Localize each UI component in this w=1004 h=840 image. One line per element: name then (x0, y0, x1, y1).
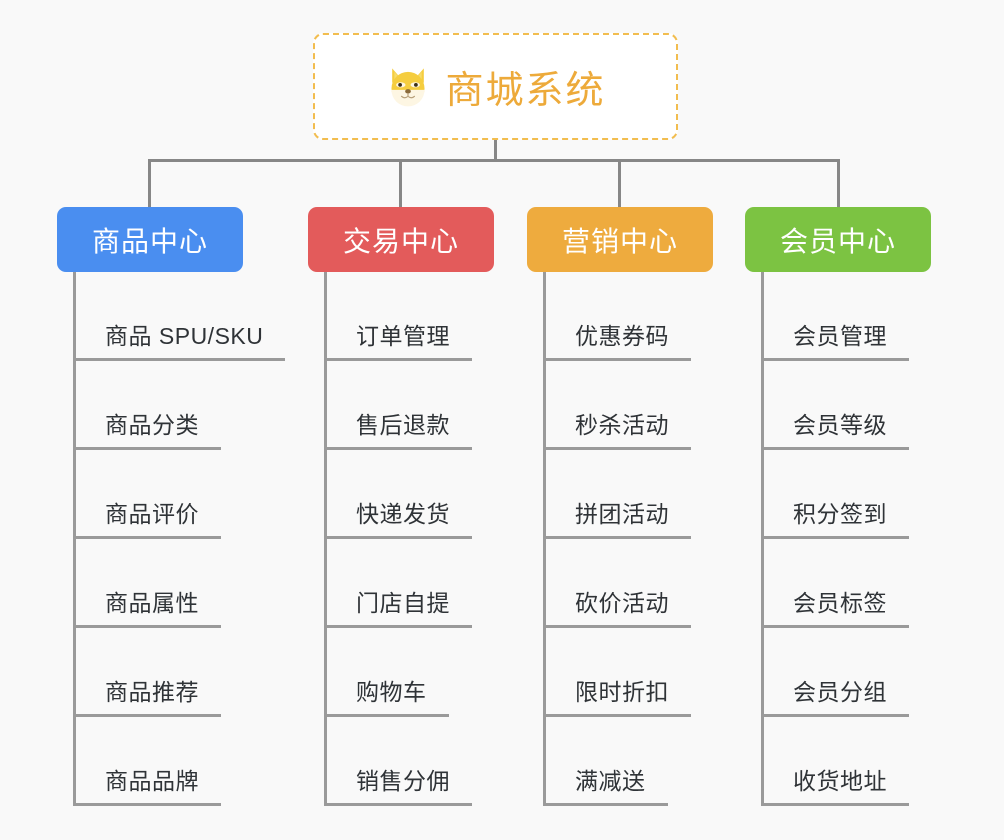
leaf-item[interactable]: 会员等级 (764, 361, 931, 450)
leaf-label: 销售分佣 (356, 768, 450, 794)
category-header-product-center[interactable]: 商品中心 (57, 207, 243, 272)
drop-connector-marketing-center (618, 159, 621, 207)
leaf-label: 会员标签 (793, 590, 887, 616)
leaf-underline: 订单管理 (327, 317, 472, 361)
leaf-label: 商品属性 (105, 590, 199, 616)
leaf-underline: 商品 SPU/SKU (76, 317, 286, 361)
column-marketing-center: 营销中心 优惠券码 秒杀活动 拼团活动 砍价活动 限时折扣 满减送 (527, 207, 713, 806)
leaf-underline: 商品评价 (76, 495, 221, 539)
leaf-underline: 满减送 (546, 762, 668, 806)
root-title: 商城系统 (445, 70, 606, 112)
column-trade-center: 交易中心 订单管理 售后退款 快递发货 门店自提 购物车 销售分佣 (308, 207, 494, 806)
leaf-item[interactable]: 快递发货 (327, 450, 494, 539)
leaf-underline: 销售分佣 (327, 762, 472, 806)
leaf-label: 购物车 (356, 679, 427, 705)
leaf-underline: 购物车 (327, 673, 449, 717)
leaf-label: 商品品牌 (105, 768, 199, 794)
category-header-label: 商品中心 (91, 225, 208, 257)
leaf-item[interactable]: 优惠券码 (546, 272, 713, 361)
leaf-item[interactable]: 商品评价 (76, 450, 285, 539)
leaf-underline: 限时折扣 (546, 673, 691, 717)
shiba-dog-face-icon (385, 64, 431, 110)
leaf-underline: 商品推荐 (76, 673, 221, 717)
leaf-item[interactable]: 商品属性 (76, 539, 285, 628)
leaf-label: 收货地址 (793, 768, 887, 794)
category-header-label: 营销中心 (561, 225, 678, 257)
leaf-underline: 收货地址 (764, 762, 909, 806)
leaf-underline: 拼团活动 (546, 495, 691, 539)
category-header-trade-center[interactable]: 交易中心 (308, 207, 494, 272)
leaf-underline: 砍价活动 (546, 584, 691, 628)
leaf-underline: 快递发货 (327, 495, 472, 539)
leaf-item[interactable]: 秒杀活动 (546, 361, 713, 450)
leaf-label: 商品评价 (105, 501, 199, 527)
root-stem-connector (494, 140, 497, 161)
leaf-item[interactable]: 商品推荐 (76, 628, 285, 717)
leaf-label: 商品推荐 (105, 679, 199, 705)
leaf-list-marketing-center: 优惠券码 秒杀活动 拼团活动 砍价活动 限时折扣 满减送 (543, 272, 713, 806)
column-product-center: 商品中心 商品 SPU/SKU 商品分类 商品评价 商品属性 商品推荐 商品品牌 (57, 207, 286, 806)
leaf-underline: 优惠券码 (546, 317, 691, 361)
leaf-item[interactable]: 砍价活动 (546, 539, 713, 628)
category-header-label: 会员中心 (779, 225, 896, 257)
category-header-label: 交易中心 (342, 225, 459, 257)
leaf-label: 积分签到 (793, 501, 887, 527)
leaf-label: 优惠券码 (575, 323, 669, 349)
column-member-center: 会员中心 会员管理 会员等级 积分签到 会员标签 会员分组 收货地址 (745, 207, 931, 806)
leaf-underline: 门店自提 (327, 584, 472, 628)
leaf-item[interactable]: 售后退款 (327, 361, 494, 450)
leaf-underline: 商品品牌 (76, 762, 221, 806)
leaf-item[interactable]: 商品 SPU/SKU (76, 272, 286, 361)
leaf-label: 会员分组 (793, 679, 887, 705)
root-node[interactable]: 商城系统 (313, 33, 678, 140)
drop-connector-product-center (148, 159, 151, 207)
leaf-underline: 商品分类 (76, 406, 221, 450)
leaf-label: 商品 SPU/SKU (105, 323, 264, 349)
drop-connector-trade-center (399, 159, 402, 207)
leaf-item[interactable]: 会员标签 (764, 539, 931, 628)
leaf-label: 拼团活动 (575, 501, 669, 527)
leaf-item[interactable]: 满减送 (546, 717, 713, 806)
leaf-label: 限时折扣 (575, 679, 669, 705)
leaf-underline: 会员分组 (764, 673, 909, 717)
leaf-item[interactable]: 积分签到 (764, 450, 931, 539)
leaf-label: 会员管理 (793, 323, 887, 349)
leaf-item[interactable]: 会员管理 (764, 272, 931, 361)
category-header-member-center[interactable]: 会员中心 (745, 207, 931, 272)
leaf-item[interactable]: 购物车 (327, 628, 494, 717)
leaf-label: 满减送 (575, 768, 646, 794)
leaf-item[interactable]: 限时折扣 (546, 628, 713, 717)
leaf-underline: 积分签到 (764, 495, 909, 539)
leaf-label: 订单管理 (356, 323, 450, 349)
leaf-item[interactable]: 商品分类 (76, 361, 285, 450)
leaf-item[interactable]: 商品品牌 (76, 717, 285, 806)
leaf-list-trade-center: 订单管理 售后退款 快递发货 门店自提 购物车 销售分佣 (324, 272, 494, 806)
leaf-label: 商品分类 (105, 412, 199, 438)
horizontal-bus-connector (148, 159, 840, 162)
drop-connector-member-center (837, 159, 840, 207)
leaf-label: 售后退款 (356, 412, 450, 438)
leaf-item[interactable]: 门店自提 (327, 539, 494, 628)
leaf-list-member-center: 会员管理 会员等级 积分签到 会员标签 会员分组 收货地址 (761, 272, 931, 806)
leaf-underline: 会员管理 (764, 317, 909, 361)
leaf-underline: 售后退款 (327, 406, 472, 450)
leaf-label: 会员等级 (793, 412, 887, 438)
leaf-label: 快递发货 (356, 501, 450, 527)
leaf-item[interactable]: 收货地址 (764, 717, 931, 806)
leaf-list-product-center: 商品 SPU/SKU 商品分类 商品评价 商品属性 商品推荐 商品品牌 (73, 272, 286, 806)
leaf-underline: 商品属性 (76, 584, 221, 628)
leaf-underline: 会员等级 (764, 406, 909, 450)
leaf-underline: 秒杀活动 (546, 406, 691, 450)
leaf-item[interactable]: 订单管理 (327, 272, 494, 361)
leaf-item[interactable]: 销售分佣 (327, 717, 494, 806)
leaf-item[interactable]: 拼团活动 (546, 450, 713, 539)
category-header-marketing-center[interactable]: 营销中心 (527, 207, 713, 272)
leaf-label: 秒杀活动 (575, 412, 669, 438)
leaf-item[interactable]: 会员分组 (764, 628, 931, 717)
leaf-underline: 会员标签 (764, 584, 909, 628)
leaf-label: 门店自提 (356, 590, 450, 616)
leaf-label: 砍价活动 (575, 590, 669, 616)
